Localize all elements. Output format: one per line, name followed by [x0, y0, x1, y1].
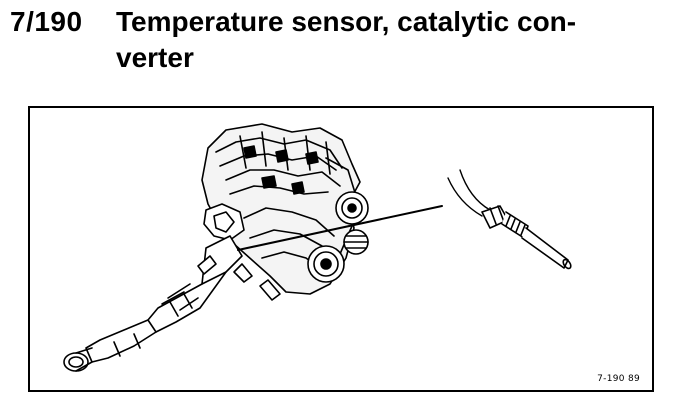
section-heading: 7/190 Temperature sensor, catalytic con-… [0, 0, 688, 90]
catalytic-converter [85, 235, 243, 363]
figure-code: 7-190 89 [597, 374, 640, 384]
figure-frame: 7-190 89 [28, 106, 654, 392]
pulley-belt [343, 229, 369, 255]
pipe-outlet [63, 347, 93, 372]
pulley-lower [307, 245, 345, 283]
leader-line [237, 205, 443, 251]
section-number: 7/190 [10, 6, 83, 37]
engine-illustration [63, 123, 572, 372]
section-title-line-1: Temperature sensor, catalytic con- [116, 6, 577, 37]
section-title-line-2: verter [116, 42, 194, 73]
pulley-upper [335, 191, 369, 225]
temperature-sensor-detail [447, 169, 572, 270]
exhaust-manifold [203, 203, 245, 241]
mounting-bracket [197, 255, 281, 301]
